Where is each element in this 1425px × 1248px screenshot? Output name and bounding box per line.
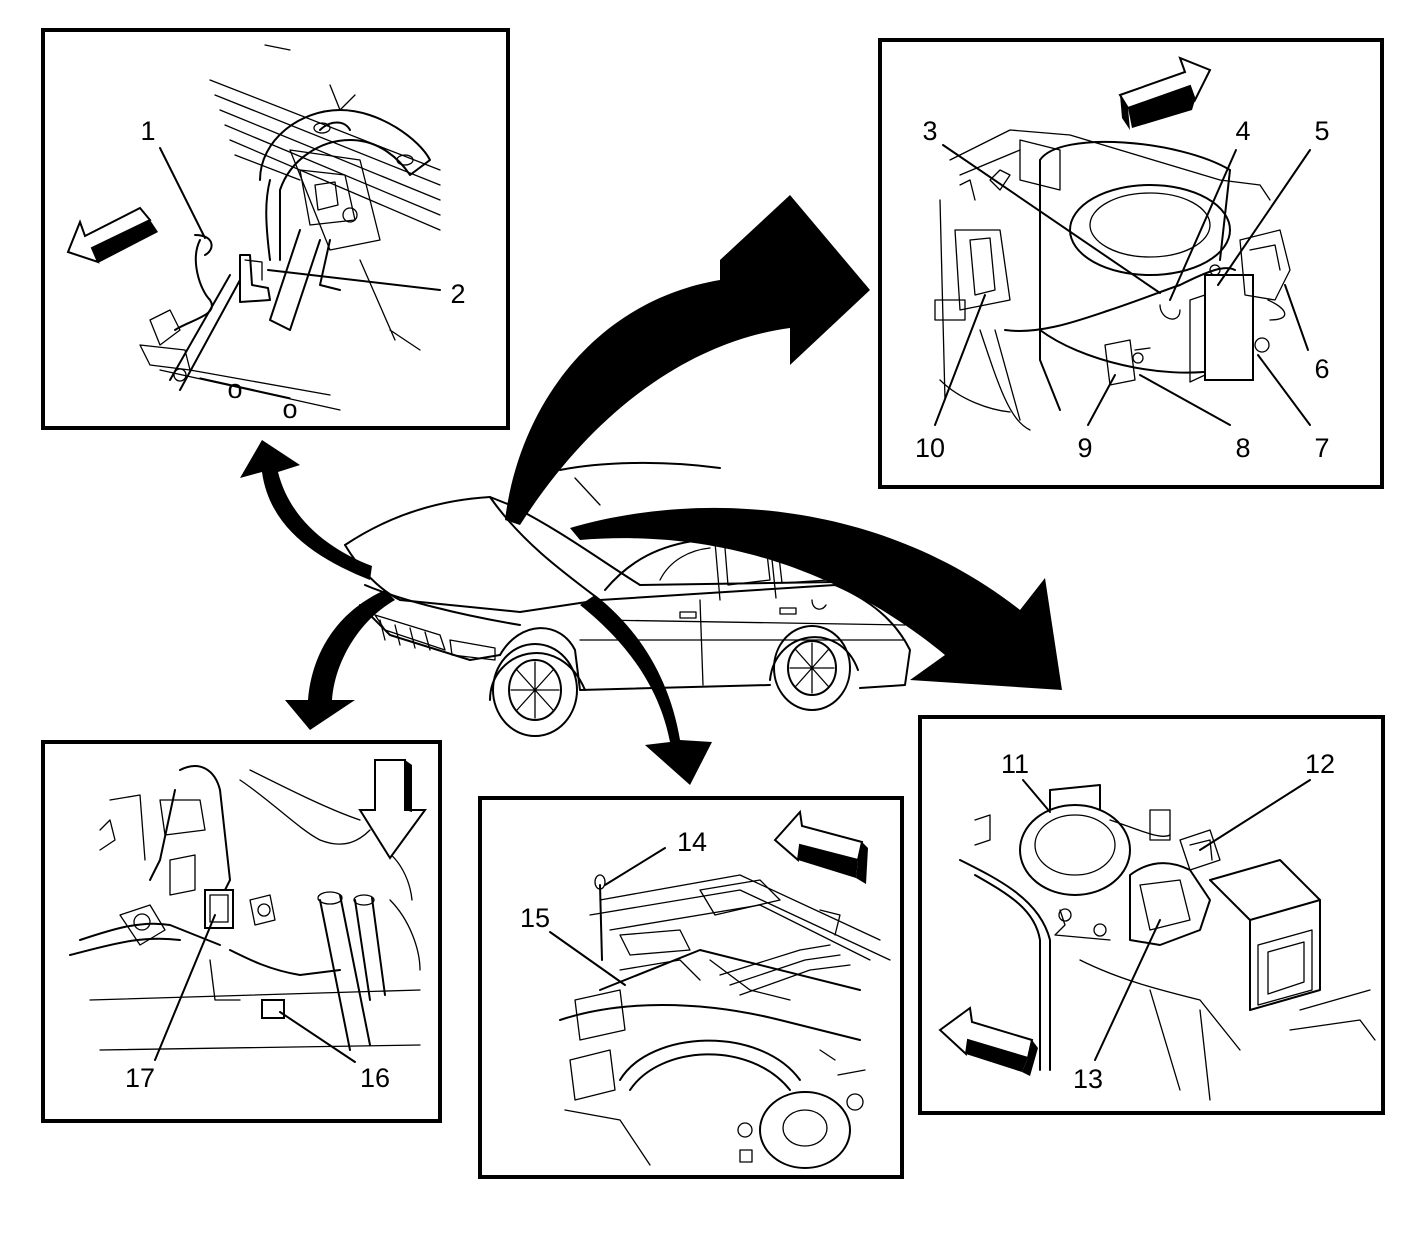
callout-11: 11: [1001, 749, 1029, 779]
panel-top-right: 3 4 5 6 7 8 9 10: [878, 38, 1384, 489]
panel-bottom-right: 11 12 13: [918, 715, 1385, 1115]
callout-1: 1: [140, 116, 155, 146]
callout-12: 12: [1305, 749, 1335, 779]
panel-bottom-left-detail: [69, 759, 427, 1051]
callout-4: 4: [1235, 116, 1250, 146]
panel-bottom-left: 17 16: [41, 740, 442, 1123]
callout-13: 13: [1073, 1064, 1103, 1094]
arrow-to-panel-top-right: [505, 195, 870, 525]
svg-text:o: o: [282, 394, 297, 424]
panel-top-left: o o 1 2: [41, 28, 510, 430]
panel-top-left-detail: o o: [66, 44, 441, 424]
panel-bottom-right-detail: [938, 784, 1376, 1101]
callout-17: 17: [125, 1063, 155, 1093]
arrow-to-panel-bottom-right: [570, 507, 1062, 690]
callout-14: 14: [677, 827, 707, 857]
pointer-arrows: [240, 195, 1062, 785]
arrow-to-panel-bottom-left: [285, 590, 395, 730]
callout-2: 2: [450, 279, 465, 309]
arrow-to-panel-bottom-center: [580, 595, 712, 785]
callout-8: 8: [1235, 433, 1250, 463]
panel-top-right-detail: [934, 56, 1291, 431]
svg-text:o: o: [227, 374, 242, 404]
callout-3: 3: [922, 116, 937, 146]
callout-10: 10: [915, 433, 945, 463]
panel-bottom-center-detail: [559, 809, 891, 1169]
callout-9: 9: [1077, 433, 1092, 463]
arrow-to-panel-top-left: [240, 440, 372, 580]
panel-bottom-center: 14 15: [478, 796, 904, 1179]
vehicle-illustration: [344, 461, 911, 737]
callout-7: 7: [1314, 433, 1329, 463]
callout-5: 5: [1314, 116, 1329, 146]
callout-15: 15: [520, 903, 550, 933]
callout-16: 16: [360, 1063, 390, 1093]
callout-6: 6: [1314, 354, 1329, 384]
